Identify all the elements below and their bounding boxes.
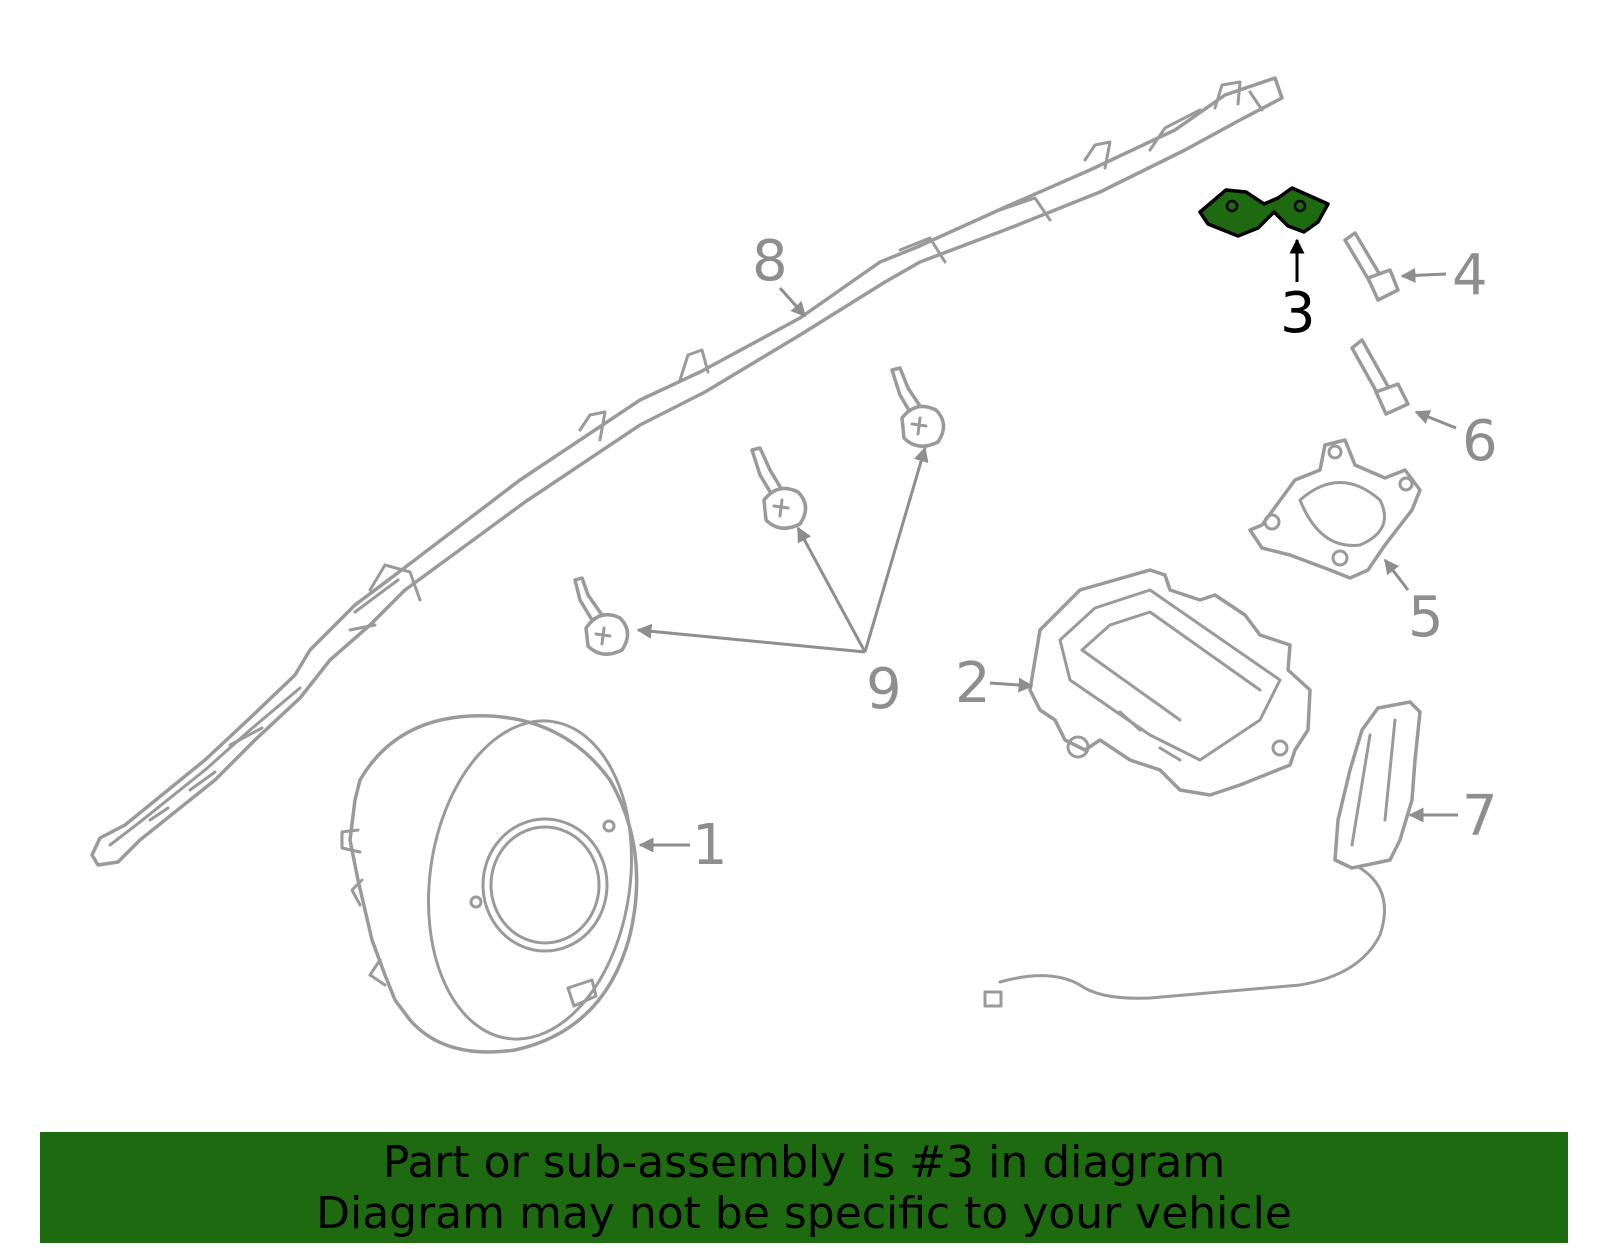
screw-part-9-c[interactable]	[890, 366, 946, 448]
leader-6	[1414, 410, 1457, 430]
callout-8: 8	[752, 229, 788, 294]
callout-7: 7	[1462, 784, 1498, 849]
callout-9: 9	[866, 657, 902, 722]
callout-1: 1	[692, 813, 728, 878]
callout-6: 6	[1462, 409, 1498, 474]
knee-airbag-part-7[interactable]	[983, 700, 1422, 1008]
leader-5	[1383, 558, 1410, 591]
callout-2: 2	[955, 651, 991, 716]
callout-5: 5	[1408, 585, 1444, 650]
banner-line-1: Part or sub-assembly is #3 in diagram	[382, 1136, 1226, 1188]
curtain-airbag-part-8[interactable]	[90, 76, 1284, 867]
banner-line-2: Diagram may not be specific to your vehi…	[316, 1187, 1292, 1239]
bracket-part-5[interactable]	[1248, 438, 1422, 580]
bolt-part-6[interactable]	[1350, 338, 1410, 416]
screw-part-9-b[interactable]	[750, 446, 808, 530]
callout-3: 3	[1280, 281, 1316, 346]
leader-2	[989, 677, 1034, 693]
leader-9-b	[796, 526, 867, 653]
screw-part-9-a[interactable]	[573, 576, 630, 656]
leader-4	[1400, 267, 1447, 283]
leader-9-a	[636, 623, 866, 654]
callout-4: 4	[1452, 243, 1488, 308]
driver-airbag-part-1[interactable]	[340, 708, 651, 1054]
passenger-airbag-part-2[interactable]	[1028, 568, 1312, 797]
leader-9-c	[863, 446, 929, 653]
bolt-part-4[interactable]	[1343, 231, 1400, 302]
info-banner: Part or sub-assembly is #3 in diagram Di…	[40, 1132, 1568, 1243]
bracket-part-3-highlighted[interactable]	[1198, 186, 1330, 238]
leader-lines	[636, 238, 1458, 853]
leader-8	[778, 287, 807, 318]
